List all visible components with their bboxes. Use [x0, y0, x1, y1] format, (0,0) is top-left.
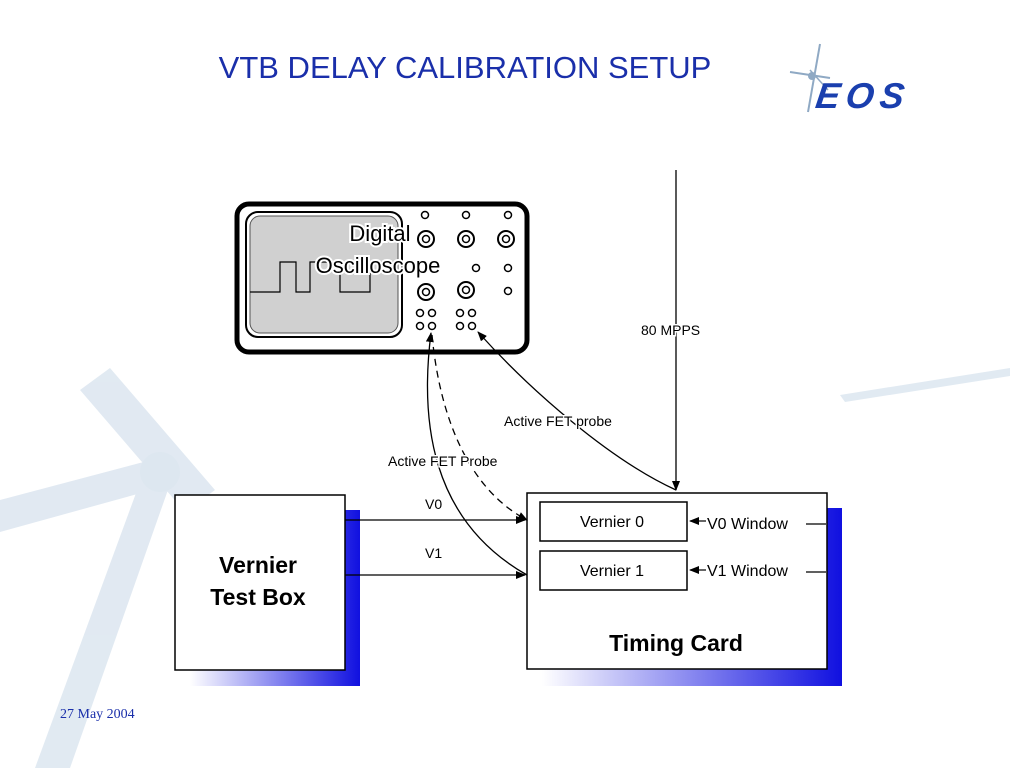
v0-window-label: V0 Window — [707, 516, 788, 533]
signal-connections: 80 MPPS V0 V1 Active FET probe Active FE… — [345, 170, 702, 579]
eos-logo: EOS — [789, 43, 913, 116]
lower-probe-line — [425, 332, 528, 576]
vernier-test-box: Vernier Test Box — [174, 494, 360, 686]
vernier-1-box — [539, 550, 688, 591]
test-box-label-line1: Vernier — [219, 552, 297, 578]
mpps-label: 80 MPPS — [641, 322, 700, 338]
vernier-0-box — [539, 501, 688, 542]
slide-title: VTB DELAY CALIBRATION SETUP — [218, 50, 712, 85]
v1-window-label: V1 Window — [707, 563, 788, 580]
logo-text: EOS — [813, 75, 913, 116]
vernier-0-label: Vernier 0 — [580, 514, 644, 531]
lower-probe-label: Active FET Probe — [388, 453, 498, 469]
upper-probe-label: Active FET probe — [504, 413, 612, 429]
digital-oscilloscope: Digital Oscilloscope — [234, 201, 530, 355]
v1-label: V1 — [425, 545, 442, 561]
footer-date: 27 May 2004 — [60, 707, 135, 722]
dashed-probe-line — [431, 334, 528, 521]
logo-star-icon — [789, 43, 831, 113]
oscilloscope-label-line1: Digital — [349, 221, 410, 246]
timing-card-label: Timing Card — [609, 630, 743, 656]
test-box-label-line2: Test Box — [210, 584, 306, 610]
scope-waveform — [250, 261, 398, 293]
v0-label: V0 — [425, 496, 442, 512]
vernier-1-label: Vernier 1 — [580, 563, 644, 580]
upper-probe-line — [477, 331, 677, 491]
scope-knobs — [415, 210, 515, 331]
timing-card: Timing Card Vernier 0 Vernier 1 V0 Windo… — [526, 492, 842, 686]
oscilloscope-label-line2: Oscilloscope — [316, 253, 441, 278]
